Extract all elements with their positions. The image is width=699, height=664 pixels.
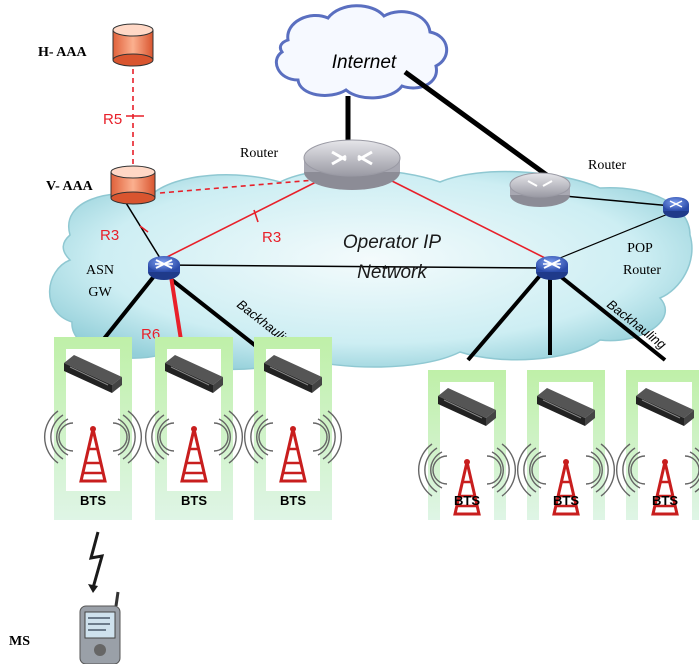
internet-cloud [275,4,448,100]
bts-site: BTS [417,370,517,524]
r5-label: R5 [103,111,122,128]
h-aaa-label: H- AAA [38,45,88,60]
asn-gw-label-line1: ASN [86,263,114,278]
main-router-label: Router [240,146,278,161]
bts-site: BTS [243,337,343,520]
r3-left-label: R3 [100,227,119,244]
bts-site: BTS [516,370,616,524]
asn-gw-router-icon [147,255,181,281]
backbone-links [117,69,673,269]
main-router-icon [303,139,401,190]
operator-network-label-line2: Network [357,262,428,283]
v-aaa-label: V- AAA [46,179,94,194]
asn-gw-label-line2: GW [88,285,112,300]
bts-site: BTS [43,337,143,520]
pop-router-label-line2: Router [623,263,661,278]
bts-sites: BTS BTS BTS BTS BTS BTS [43,337,699,524]
bts-label: BTS [181,493,207,508]
pop-router-label-line1: POP [627,241,653,256]
bts-label: BTS [280,493,306,508]
right-router-icon [509,172,571,207]
v-aaa-database-icon [110,165,156,205]
bts-label: BTS [80,493,106,508]
bts-label: BTS [553,493,579,508]
bts-site: BTS [615,370,699,524]
operator-network-label-line1: Operator IP [343,232,442,253]
bts-label: BTS [454,493,480,508]
pop-router-icon [663,197,689,218]
bts-site: BTS [144,337,244,520]
mobile-station-icon [79,591,121,664]
r3-mid-label: R3 [262,229,281,246]
ms-label: MS [9,634,30,649]
h-aaa-database-icon [112,23,154,67]
internet-label: Internet [332,52,397,73]
reference-tick-marks [126,115,259,233]
bts-label: BTS [652,493,678,508]
right-router-label: Router [588,158,626,173]
wireless-link-icon [88,531,105,593]
network-router-icon [535,255,569,281]
